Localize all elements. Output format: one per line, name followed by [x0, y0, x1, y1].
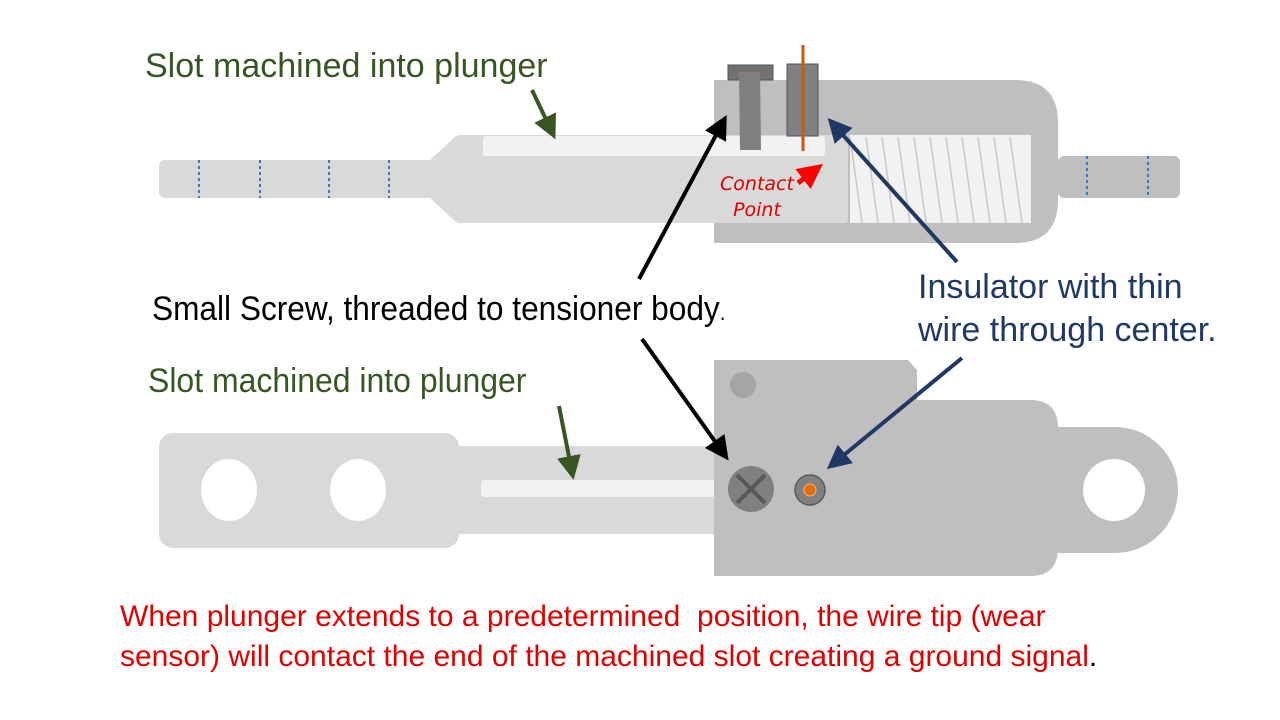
body-mount-plate — [714, 360, 917, 576]
arrow-insulator-bottom — [826, 356, 964, 470]
plunger-rod-left — [159, 160, 459, 198]
annotation-arrows — [530, 89, 964, 480]
screw-slot-line-2 — [735, 473, 767, 505]
machined-slot-bottom — [481, 480, 717, 497]
note-line2-wrap: sensor) will contact the end of the mach… — [120, 637, 1097, 677]
arrow-screw-bottom — [640, 337, 729, 461]
body-eye-hole — [1083, 459, 1145, 521]
arrow-contact-point — [795, 163, 823, 190]
label-screw: Small Screw, threaded to tensioner body. — [152, 290, 725, 329]
label-screw-period: . — [719, 300, 726, 325]
label-slot-top: Slot machined into plunger — [145, 47, 548, 85]
spring-coils — [849, 136, 1023, 224]
arrow-slot-bottom — [557, 405, 581, 480]
label-insulator: Insulator with thin wire through center. — [918, 266, 1217, 352]
plunger-taper — [430, 136, 456, 222]
top-section-view — [159, 45, 1180, 243]
label-contact-point: Contact Point — [715, 171, 799, 223]
rod-right-dotted-lines — [1086, 156, 1149, 198]
body-dimple — [730, 372, 756, 398]
arrow-slot-top — [530, 89, 556, 140]
rod-dotted-lines — [198, 160, 390, 198]
label-insulator-line2: wire through center. — [918, 311, 1217, 349]
note-line1: When plunger extends to a predetermined … — [120, 600, 1046, 633]
screw-shank — [739, 72, 761, 150]
mounting-hole-1 — [201, 459, 257, 521]
bottom-external-view — [159, 360, 1178, 576]
machined-slot-top — [483, 136, 825, 156]
explanation-note: When plunger extends to a predetermined … — [120, 597, 1097, 677]
body-cylinder — [900, 400, 1058, 576]
label-contact-line1: Contact — [720, 173, 794, 195]
label-screw-text: Small Screw, threaded to tensioner body — [152, 290, 720, 328]
arrow-insulator-top — [827, 118, 959, 264]
wire-tip-external — [803, 483, 817, 497]
mounting-hole-2 — [330, 459, 386, 521]
note-end-period: . — [1088, 640, 1098, 673]
plunger-body — [456, 135, 848, 223]
arrow-screw-top — [637, 114, 727, 280]
label-slot-bottom: Slot machined into plunger — [148, 362, 527, 400]
label-insulator-line1: Insulator with thin — [918, 268, 1183, 306]
label-contact-line2: Point — [733, 199, 781, 221]
rod-right — [1058, 156, 1180, 198]
note-line2: sensor) will contact the end of the mach… — [120, 640, 1089, 673]
